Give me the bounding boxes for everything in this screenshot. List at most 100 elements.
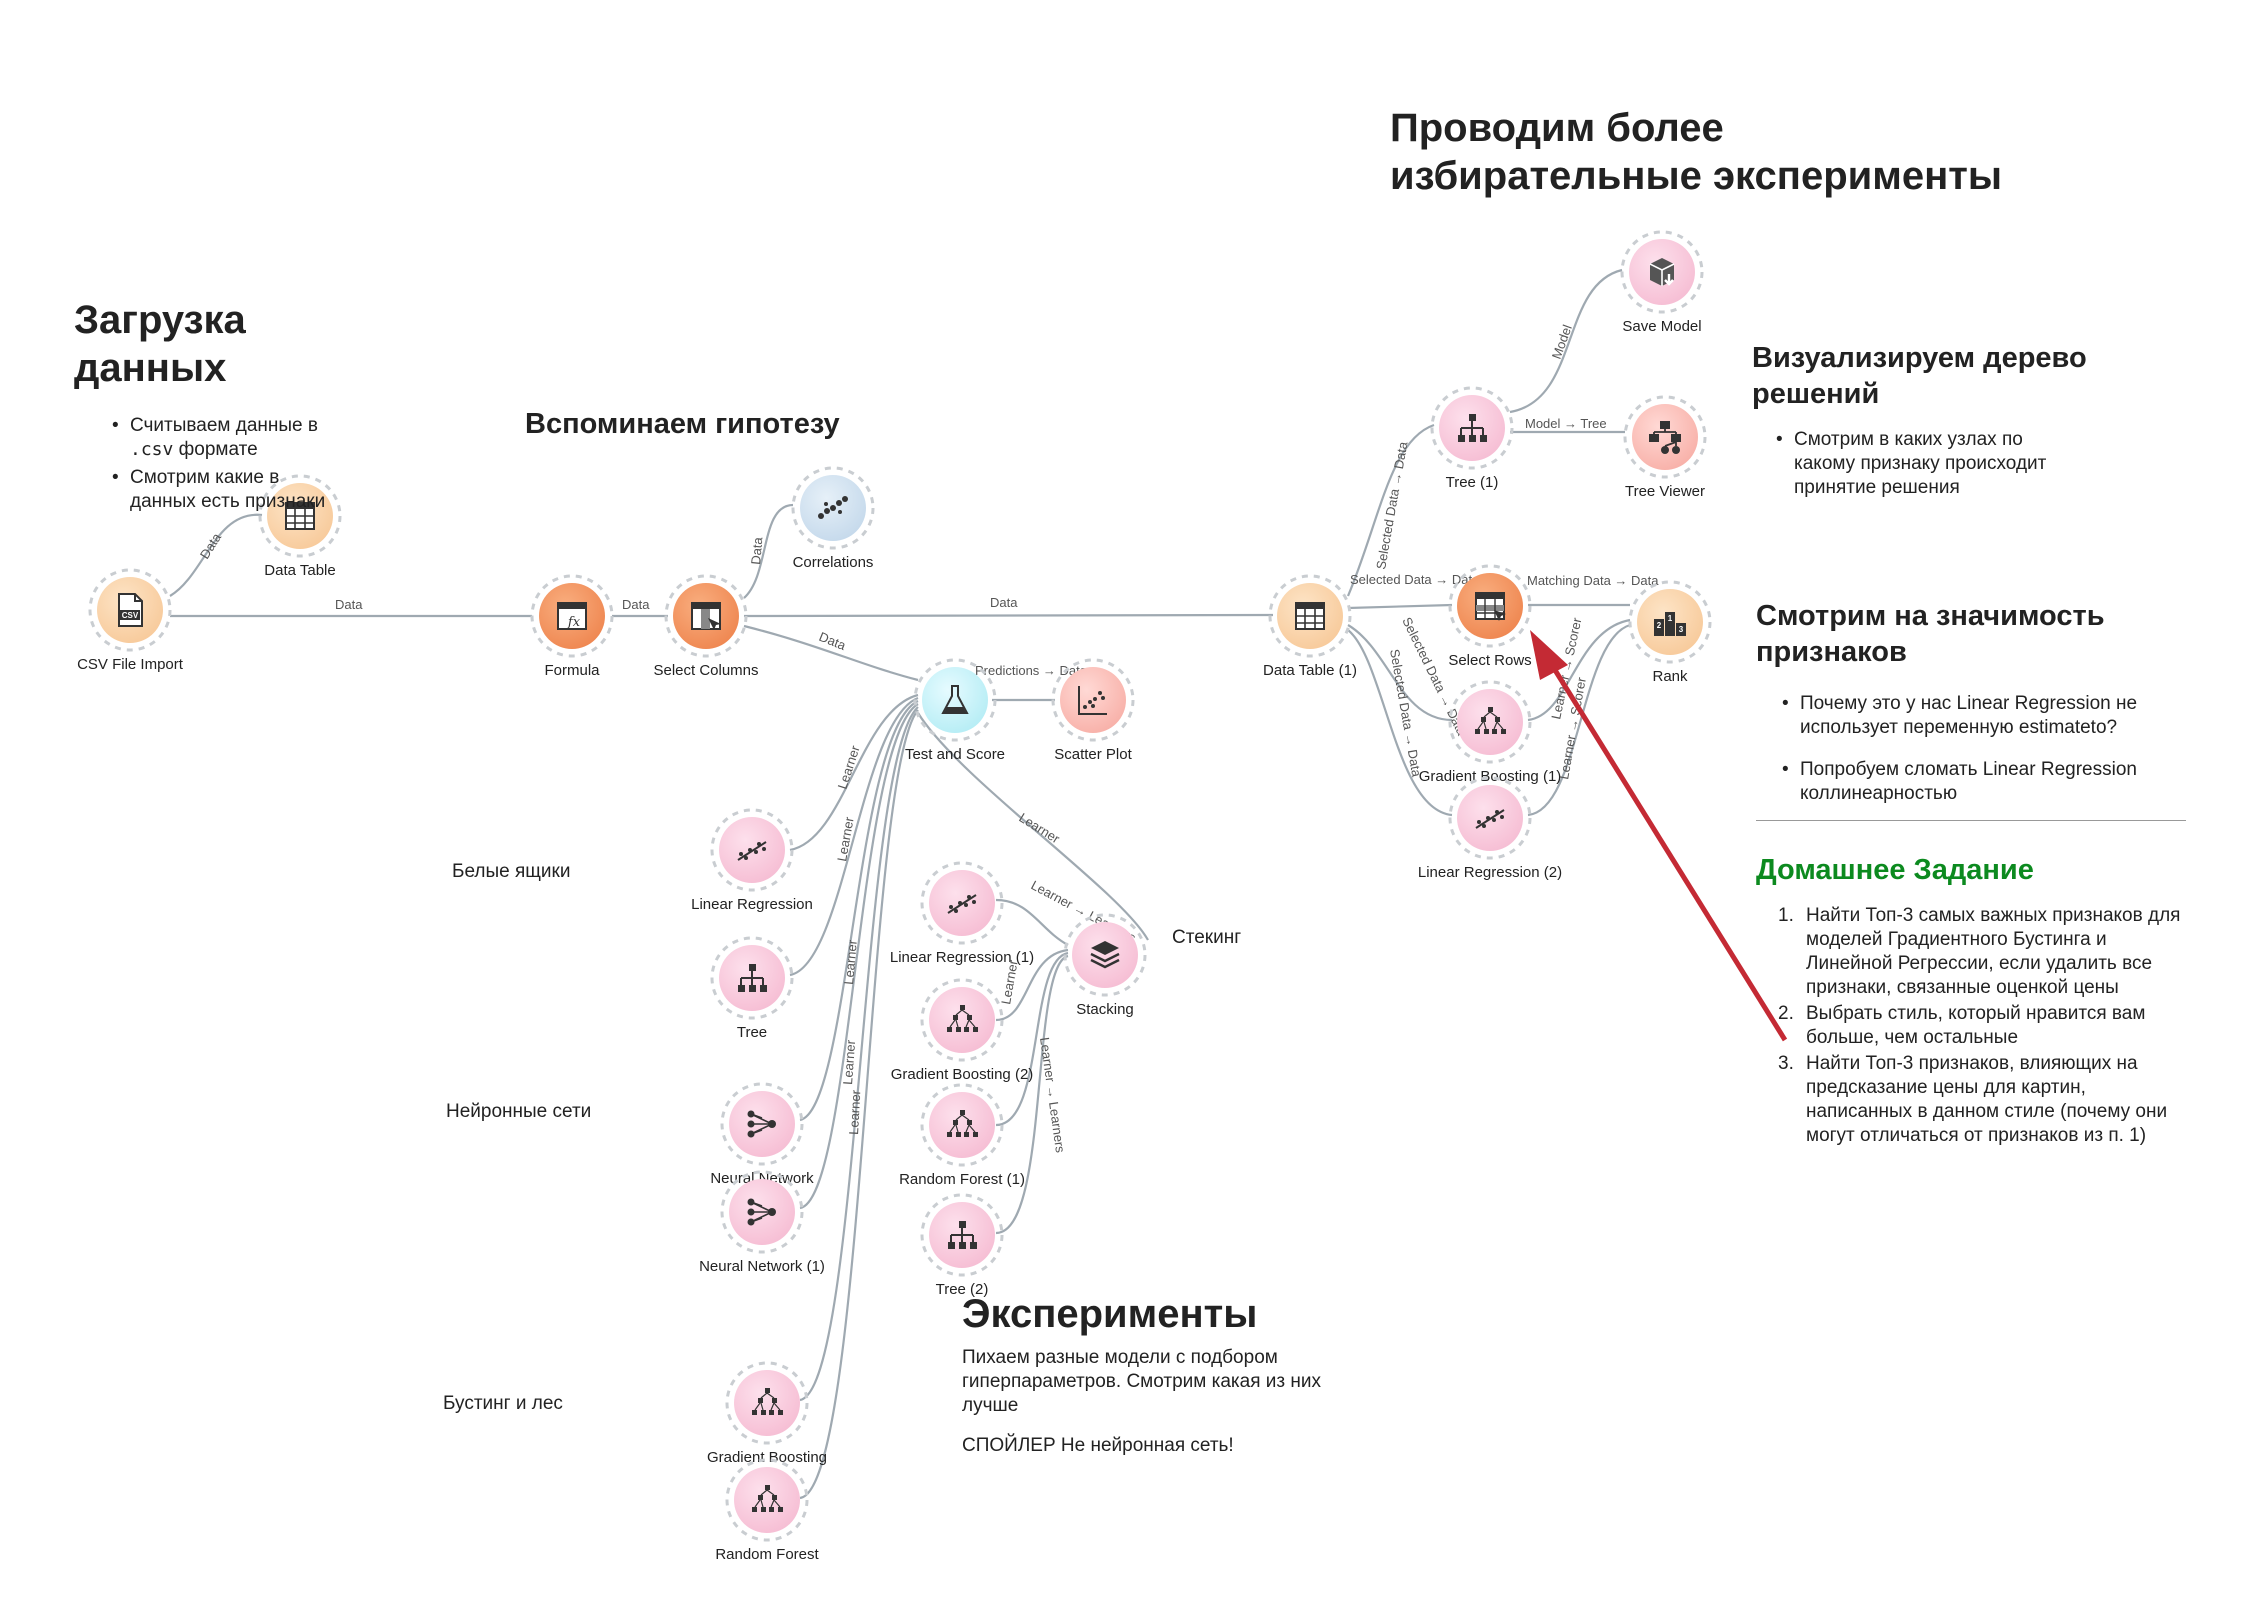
note-selective-title[interactable]: Проводим более избирательные эксперимент… bbox=[1390, 106, 2002, 198]
note-title: Загрузка данных bbox=[74, 298, 246, 390]
widget-disc[interactable] bbox=[1060, 667, 1126, 733]
widget-label: Data Table bbox=[264, 562, 336, 579]
note-list-item: 3.Найти Топ-3 признаков, влияющих на пре… bbox=[1778, 1053, 2168, 1146]
widget-disc[interactable] bbox=[1629, 239, 1695, 305]
widget-disc[interactable] bbox=[729, 1091, 795, 1157]
link-selectcolumns-correlations[interactable] bbox=[743, 503, 794, 599]
link-datatable1-selectrows[interactable] bbox=[1347, 603, 1453, 610]
note-tree-visualization[interactable]: Визуализируем дерево решений Смотрим в к… bbox=[1752, 340, 2172, 504]
link-linreg-testscore[interactable] bbox=[789, 693, 919, 852]
neural-network-icon bbox=[747, 1110, 776, 1138]
widget-label: Tree Viewer bbox=[1624, 483, 1706, 500]
widget-label: Random Forest bbox=[715, 1546, 819, 1563]
note-neural-nets[interactable]: Нейронные сети bbox=[446, 1101, 592, 1122]
annotation-arrow bbox=[1530, 630, 1788, 1042]
link-nn1-testscore[interactable] bbox=[799, 703, 919, 1210]
widget-disc[interactable] bbox=[929, 987, 995, 1053]
widget-ring bbox=[725, 1458, 809, 1542]
note-white-boxes[interactable]: Белые ящики bbox=[452, 861, 571, 882]
widget-disc[interactable] bbox=[800, 475, 866, 541]
widget-disc[interactable] bbox=[729, 1179, 795, 1245]
widget-label: Tree (2) bbox=[935, 1281, 989, 1298]
note-experiments[interactable]: Эксперименты Пихаем разные модели с подб… bbox=[962, 1290, 1362, 1458]
widget-disc[interactable] bbox=[1439, 395, 1505, 461]
link-csv-datatable[interactable] bbox=[169, 513, 263, 597]
link-selectcolumns-testscore[interactable] bbox=[743, 624, 919, 682]
widget-ring bbox=[1268, 574, 1352, 658]
link-tree1-savemodel[interactable] bbox=[1509, 268, 1623, 414]
note-load-data[interactable]: Загрузка данных Считываем данные в .csv … bbox=[74, 296, 334, 518]
link-tree-testscore[interactable] bbox=[789, 696, 919, 977]
widget-label: Test and Score bbox=[904, 746, 1006, 763]
widget-ring bbox=[920, 861, 1004, 945]
widget-disc[interactable] bbox=[1072, 922, 1138, 988]
link-selectcolumns-datatable1[interactable] bbox=[743, 613, 1274, 618]
linear-regression-icon bbox=[947, 894, 977, 914]
widget-disc[interactable] bbox=[1632, 404, 1698, 470]
widget-label: Neural Network (1) bbox=[699, 1258, 825, 1275]
widget-disc[interactable]: fx bbox=[539, 583, 605, 649]
widget-disc[interactable] bbox=[1457, 573, 1523, 639]
widget-ring bbox=[530, 574, 614, 658]
widget-disc[interactable] bbox=[719, 817, 785, 883]
widget-disc[interactable] bbox=[1457, 785, 1523, 851]
link-datatable1-linreg2[interactable] bbox=[1347, 629, 1453, 817]
link-gb1-rank[interactable] bbox=[1527, 618, 1631, 722]
widget-disc[interactable] bbox=[719, 945, 785, 1011]
link-datatable1-gb1[interactable] bbox=[1347, 624, 1453, 722]
widget-ring bbox=[88, 568, 172, 652]
svg-text:3: 3 bbox=[1679, 625, 1684, 634]
widget-disc[interactable] bbox=[929, 1092, 995, 1158]
link-label: Learner → Learners bbox=[1037, 1036, 1068, 1154]
note-list-item: 2.Выбрать стиль, который нравится вам бо… bbox=[1778, 1003, 2146, 1048]
link-label: Learner bbox=[841, 939, 860, 986]
tree-icon bbox=[1458, 414, 1487, 442]
widget-ring bbox=[720, 1082, 804, 1166]
link-datatable1-tree1[interactable] bbox=[1346, 423, 1435, 597]
widget-disc[interactable] bbox=[1277, 583, 1343, 649]
gradient-boosting-icon bbox=[752, 1388, 783, 1415]
note-title: Смотрим на значимость признаков bbox=[1756, 600, 2105, 668]
note-boosting-forest[interactable]: Бустинг и лес bbox=[443, 1393, 563, 1414]
widget-disc[interactable] bbox=[922, 667, 988, 733]
widget-label: Data Table (1) bbox=[1263, 662, 1357, 679]
widget-ring bbox=[725, 1361, 809, 1445]
widget-label: Gradient Boosting bbox=[706, 1449, 828, 1466]
note-list: Почему это у нас Linear Regression не ис… bbox=[1756, 692, 2170, 806]
link-nn-testscore[interactable] bbox=[799, 700, 919, 1122]
link-rf1-stacking[interactable] bbox=[995, 951, 1069, 1127]
link-stacking-testscore[interactable] bbox=[917, 712, 1149, 941]
link-linreg2-rank[interactable] bbox=[1527, 623, 1631, 817]
random-forest-icon bbox=[947, 1110, 978, 1137]
code-text: .csv bbox=[130, 439, 174, 460]
link-rf-testscore[interactable] bbox=[799, 709, 919, 1500]
link-tree2-stacking[interactable] bbox=[995, 954, 1069, 1235]
save-model-icon bbox=[1649, 258, 1675, 286]
select-rows-icon bbox=[1475, 592, 1506, 621]
note-list-item: Почему это у нас Linear Regression не ис… bbox=[1780, 692, 2170, 740]
widget-ring bbox=[1448, 776, 1532, 860]
link-gb-testscore[interactable] bbox=[799, 706, 919, 1402]
widget-disc[interactable] bbox=[929, 870, 995, 936]
link-gb2-stacking[interactable] bbox=[995, 948, 1069, 1022]
note-homework[interactable]: Домашнее Задание 1.Найти Топ-3 самых важ… bbox=[1756, 852, 2196, 1150]
note-hypothesis-title[interactable]: Вспоминаем гипотезу bbox=[525, 408, 840, 440]
widget-disc[interactable] bbox=[734, 1467, 800, 1533]
svg-text:1: 1 bbox=[1668, 614, 1673, 623]
note-stacking[interactable]: Стекинг bbox=[1172, 927, 1242, 948]
widget-disc[interactable] bbox=[1457, 689, 1523, 755]
widget-disc[interactable]: CSV bbox=[97, 577, 163, 643]
tree-viewer-icon bbox=[1649, 421, 1681, 454]
note-feature-importance[interactable]: Смотрим на значимость признаков Почему э… bbox=[1756, 598, 2186, 810]
random-forest-icon bbox=[752, 1485, 783, 1512]
widget-ring bbox=[791, 466, 875, 550]
widget-disc[interactable] bbox=[673, 583, 739, 649]
link-linreg1-stacking[interactable] bbox=[995, 898, 1069, 946]
link-label: Learner bbox=[846, 1089, 863, 1135]
widget-label: Save Model bbox=[1622, 318, 1702, 335]
widget-label: Random Forest (1) bbox=[899, 1171, 1025, 1188]
widget-disc[interactable] bbox=[929, 1202, 995, 1268]
widget-disc[interactable] bbox=[734, 1370, 800, 1436]
